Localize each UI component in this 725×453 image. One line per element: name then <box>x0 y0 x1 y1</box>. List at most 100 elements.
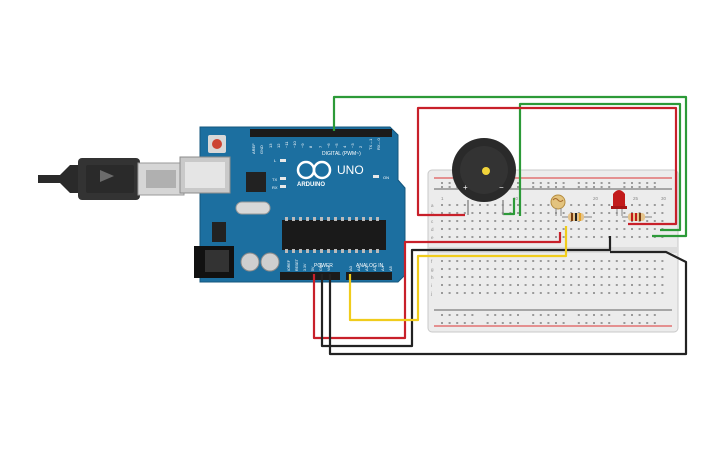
breadboard-hole <box>631 284 633 286</box>
breadboard-hole <box>456 204 459 206</box>
breadboard-hole <box>661 276 664 278</box>
rail-hole <box>653 182 656 184</box>
rail-hole <box>608 186 611 188</box>
breadboard-hole <box>441 268 443 270</box>
rail-hole <box>653 314 656 316</box>
breadboard-hole <box>615 276 618 278</box>
rail-hole <box>441 186 443 188</box>
digital-label: DIGITAL (PWM~) <box>322 151 361 157</box>
breadboard-hole <box>539 220 542 222</box>
rail-hole <box>593 186 595 188</box>
breadboard-hole <box>479 292 481 294</box>
breadboard-hole <box>456 260 459 262</box>
breadboard-hole <box>608 284 611 286</box>
rail-hole <box>600 186 603 188</box>
wire-red-5v <box>312 232 562 340</box>
breadboard-hole <box>441 284 443 286</box>
rail-hole <box>555 314 557 316</box>
breadboard-hole <box>486 228 489 230</box>
rail-hole <box>593 182 595 184</box>
breadboard-hole <box>653 228 656 230</box>
rail-hole <box>509 322 512 324</box>
breadboard-hole <box>456 284 459 286</box>
breadboard-hole <box>555 268 557 270</box>
breadboard-hole <box>600 220 603 222</box>
rail-hole <box>532 182 535 184</box>
breadboard-hole <box>486 260 489 262</box>
power-label: POWER <box>314 263 333 269</box>
breadboard-hole <box>448 236 451 238</box>
rail-hole <box>585 314 588 316</box>
rail-hole <box>471 322 474 324</box>
breadboard-hole <box>585 260 588 262</box>
breadboard-hole <box>615 268 618 270</box>
breadboard-hole <box>570 204 573 206</box>
breadboard-hole <box>562 228 565 230</box>
rail-hole <box>562 314 565 316</box>
capacitor <box>240 252 260 272</box>
breadboard-hole <box>532 284 535 286</box>
breadboard-hole <box>600 284 603 286</box>
breadboard-hole <box>638 276 641 278</box>
rail-hole <box>608 182 611 184</box>
breadboard-hole <box>638 268 641 270</box>
breadboard-hole <box>653 268 656 270</box>
resistor <box>562 213 592 221</box>
breadboard-hole <box>471 220 474 222</box>
on-label: ON <box>383 175 389 180</box>
capacitor <box>260 252 280 272</box>
breadboard-hole <box>623 276 626 278</box>
breadboard-hole <box>631 260 633 262</box>
breadboard-hole <box>471 228 474 230</box>
rail-hole <box>547 186 550 188</box>
breadboard-hole <box>494 228 497 230</box>
breadboard-hole <box>555 236 557 238</box>
breadboard-hole <box>509 276 512 278</box>
rail-hole <box>547 182 550 184</box>
breadboard-hole <box>562 212 565 214</box>
rail-hole <box>448 186 451 188</box>
breadboard-hole <box>456 220 459 222</box>
rail-hole <box>562 186 565 188</box>
digital-pin-label: 12 <box>276 143 281 148</box>
breadboard-hole <box>479 260 481 262</box>
rail-hole <box>577 314 580 316</box>
gnd-pin-label: GND <box>319 263 323 271</box>
breadboard-hole <box>494 292 497 294</box>
breadboard-hole <box>509 260 512 262</box>
rail-hole <box>532 186 535 188</box>
rail-hole <box>448 182 451 184</box>
rail-hole <box>547 322 550 324</box>
breadboard-hole <box>577 260 580 262</box>
breadboard-hole <box>448 212 451 214</box>
breadboard-hole <box>623 228 626 230</box>
rail-hole <box>623 322 626 324</box>
column-number: 25 <box>633 196 639 201</box>
breadboard-hole <box>653 276 656 278</box>
breadboard-hole <box>547 204 550 206</box>
breadboard-hole <box>494 212 497 214</box>
breadboard-hole <box>646 284 649 286</box>
breadboard-hole <box>517 276 519 278</box>
breadboard-hole <box>501 276 504 278</box>
breadboard-hole <box>471 276 474 278</box>
buzzer-minus: − <box>499 183 504 192</box>
analog-pin-labels: A0 A1 A2 A3 A4 A5 <box>348 265 393 271</box>
breadboard-hole <box>494 204 497 206</box>
breadboard-hole <box>638 236 641 238</box>
breadboard-hole <box>547 292 550 294</box>
rx-label: RX <box>272 185 278 190</box>
column-number: 10 <box>513 196 519 201</box>
breadboard-hole <box>532 276 535 278</box>
digital-pin-label: 13 <box>268 143 273 148</box>
breadboard-hole <box>577 204 580 206</box>
breadboard-hole <box>494 220 497 222</box>
atmega-chip <box>282 220 386 250</box>
breadboard-hole <box>517 268 519 270</box>
breadboard-hole <box>517 292 519 294</box>
digital-pin-label: RX←0 <box>376 137 381 150</box>
breadboard-hole <box>441 276 443 278</box>
analog-label: ANALOG IN <box>356 263 384 269</box>
row-letter: h <box>431 275 434 280</box>
digital-pin-label: 8 <box>308 145 313 148</box>
